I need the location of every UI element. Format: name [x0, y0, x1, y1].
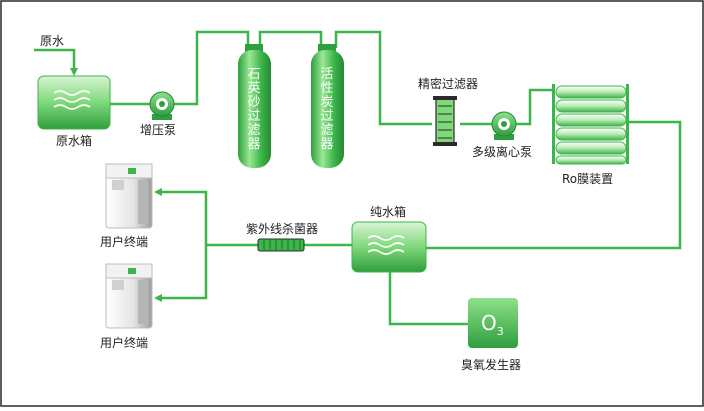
pipe-pump-ro: [516, 88, 554, 126]
pipe-ro-puretank: [426, 120, 682, 250]
precision-filter-icon: [433, 96, 457, 146]
pipe-pump-sandfilter: [174, 30, 250, 106]
pipe-sand-carbon: [258, 30, 323, 48]
multistage-pump-label: 多级离心泵: [472, 145, 533, 159]
ozone-generator-label: 臭氧发生器: [461, 358, 522, 372]
user-terminal-1-icon: [105, 163, 153, 229]
precision-filter-label: 精密过滤器: [418, 77, 479, 91]
pipe-raw-inlet: [34, 48, 78, 76]
sand-filter-column: [238, 44, 271, 168]
pure-water-tank-label: 纯水箱: [370, 205, 407, 219]
pure-water-tank: [351, 221, 427, 273]
raw-water-inlet-label: 原水: [40, 34, 65, 48]
user-terminal-1-label: 用户终端: [100, 235, 149, 249]
water-wave-icon: [53, 90, 91, 110]
ozone-symbol-text: O3: [481, 313, 504, 342]
carbon-filter-column: [311, 44, 344, 168]
sand-filter-label: 石英砂过滤器: [247, 67, 261, 152]
pipe-puretank-ozone: [388, 270, 468, 326]
ro-membrane-rack: [552, 84, 629, 165]
user-terminal-2-label: 用户终端: [100, 336, 149, 350]
uv-sterilizer-label: 紫外线杀菌器: [246, 222, 319, 236]
ozone-subscript: 3: [496, 325, 504, 338]
user-terminal-2-icon: [105, 263, 153, 329]
raw-water-tank: [37, 75, 111, 130]
ro-device-label: Ro膜装置: [562, 172, 614, 186]
uv-sterilizer-icon: [257, 238, 305, 252]
booster-pump-label: 增压泵: [140, 123, 177, 137]
multistage-pump-icon: [491, 111, 517, 140]
pipe-carbon-precision: [334, 30, 432, 126]
ozone-generator: [468, 298, 518, 348]
ozone-symbol: O: [481, 311, 497, 335]
carbon-filter-label: 活性炭过滤器: [320, 67, 334, 152]
pipe-to-terminal-1: [154, 188, 208, 245]
ro-membrane-tubes: [555, 85, 627, 165]
raw-water-tank-label: 原水箱: [56, 134, 93, 148]
water-wave-icon: [367, 235, 405, 255]
pipe-to-terminal-2: [154, 245, 208, 302]
booster-pump-icon: [149, 91, 175, 120]
